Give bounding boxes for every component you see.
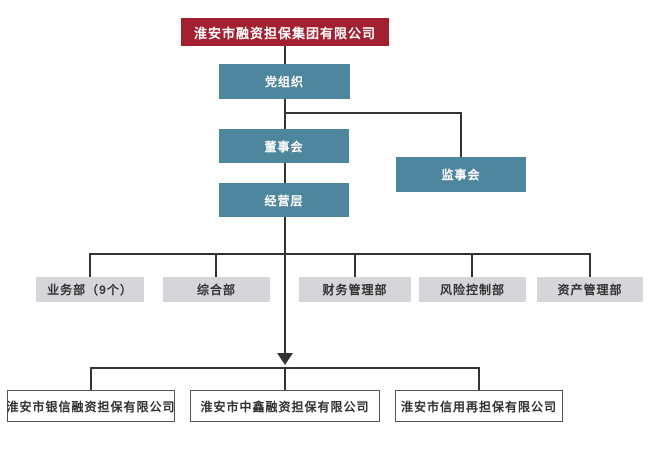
connector-board-management [284,163,286,183]
node-business-department: 业务部（9个） [36,277,144,302]
node-subsidiary-credit-reguarantee: 淮安市信用再担保有限公司 [395,390,563,422]
connector-drop-department [354,253,356,277]
connector-drop-department [471,253,473,277]
node-supervisory-board: 监事会 [396,157,526,192]
node-asset-management-department: 资产管理部 [537,277,643,302]
connector-drop-department [89,253,91,277]
connector-drop-subsidiary [90,367,92,390]
connector-management-subsidiaries [284,217,286,353]
node-subsidiary-yinxin: 淮安市银信融资担保有限公司 [7,390,175,422]
node-board-of-directors: 董事会 [219,129,349,163]
node-management-level: 经营层 [219,183,349,217]
connector-party-board [284,99,286,129]
connector-departments-bus [89,253,591,255]
connector-drop-subsidiary [284,367,286,390]
node-subsidiary-zhongxin: 淮安市中鑫融资担保有限公司 [190,390,380,422]
connector-drop-subsidiary [478,367,480,390]
node-general-department: 综合部 [163,277,270,302]
connector-drop-department [589,253,591,277]
connector-root-party [284,46,286,64]
arrow-down-icon [277,353,293,365]
node-finance-department: 财务管理部 [299,277,411,302]
node-group-company: 淮安市融资担保集团有限公司 [181,18,389,46]
connector-drop-supervisory [460,112,462,157]
connector-branch-supervisory [284,112,462,114]
node-party-organization: 党组织 [219,64,350,99]
connector-drop-department [215,253,217,277]
node-risk-control-department: 风险控制部 [419,277,526,302]
